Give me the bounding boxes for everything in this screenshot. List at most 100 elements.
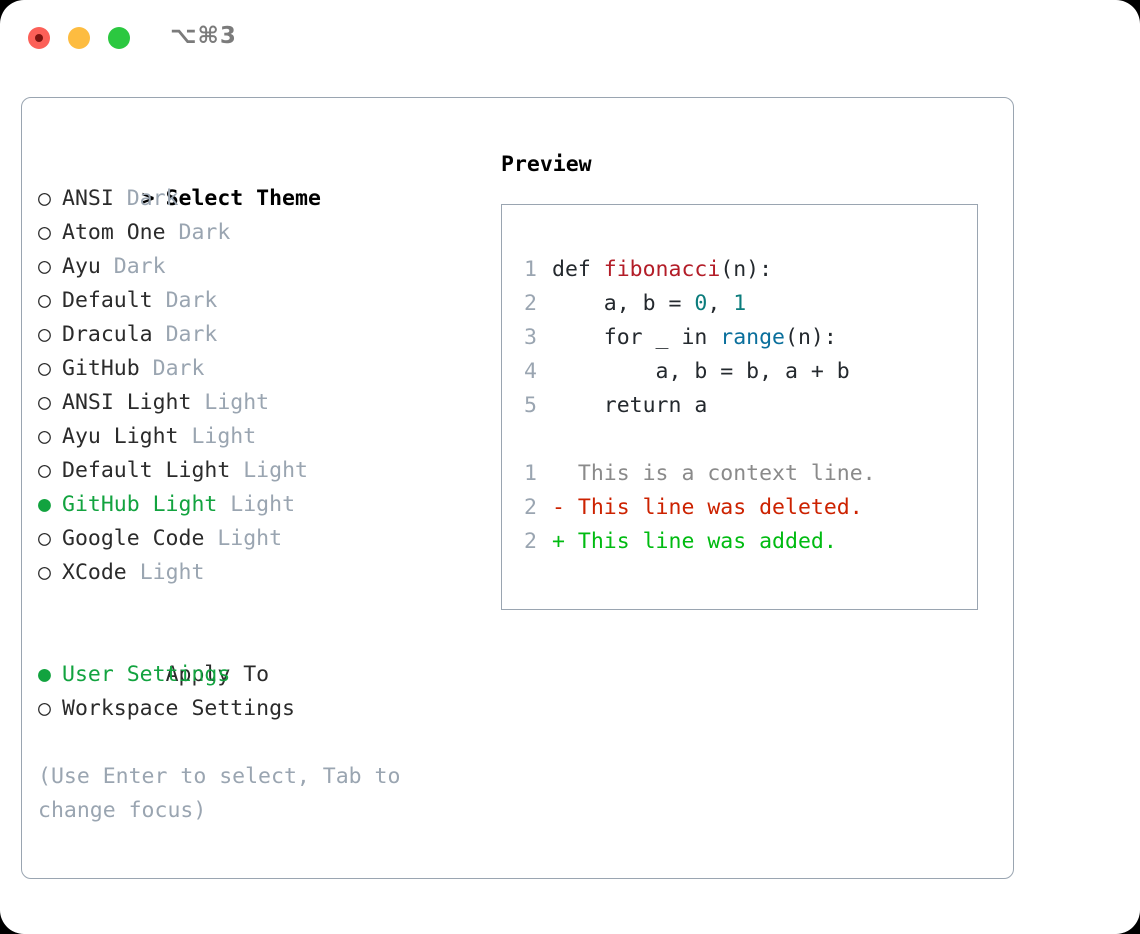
theme-list-item[interactable]: ○ANSI Light Light <box>38 386 488 420</box>
theme-name-badge-gap <box>127 560 140 585</box>
line-number: 4 <box>524 359 537 384</box>
theme-name-badge-gap <box>101 254 114 279</box>
theme-picker-header-label: Select Theme <box>165 186 321 211</box>
theme-variant-badge: Dark <box>113 254 166 279</box>
theme-name: ANSI Light <box>62 390 192 415</box>
radio-unselected-icon: ○ <box>38 288 51 313</box>
line-number: 3 <box>524 325 537 350</box>
radio-unselected-icon: ○ <box>38 186 51 211</box>
radio-unselected-icon: ○ <box>38 322 51 347</box>
theme-list-item[interactable]: ○ Ayu Dark <box>38 250 488 284</box>
diff-line-content: + This line was added. <box>552 529 837 554</box>
radio-unselected-icon: ○ <box>38 696 51 721</box>
theme-list-item[interactable]: ○GitHub Dark <box>38 352 488 386</box>
code-line: 4 a, b = b, a + b <box>524 355 977 389</box>
apply-to-option[interactable]: ○ Workspace Settings <box>38 692 488 726</box>
theme-list-item[interactable]: ○Google Code Light <box>38 522 488 556</box>
minimize-window-button[interactable] <box>68 27 90 49</box>
theme-list-item[interactable]: ○ ANSI Dark <box>38 182 488 216</box>
apply-to-option-label: Workspace Settings <box>62 696 295 721</box>
apply-to-option-label: User Settings <box>62 662 231 687</box>
code-line: 3 for _ in range(n): <box>524 321 977 355</box>
caret-icon: > <box>141 186 155 211</box>
theme-list: ○ANSI Dark○Atom One Dark○Ayu Dark○Defaul… <box>38 182 488 590</box>
diff-sign <box>552 461 565 486</box>
diff-line: 2- This line was deleted. <box>524 491 977 525</box>
theme-picker-column: >Select Theme ○ANSI Dark○Atom One Dark○A… <box>38 148 488 828</box>
diff-sign: + <box>552 529 565 554</box>
theme-variant-badge: Dark <box>126 186 179 211</box>
theme-name-badge-gap <box>153 322 166 347</box>
close-window-button[interactable] <box>28 27 50 49</box>
theme-variant-badge: Light <box>191 424 257 449</box>
theme-name-badge-gap <box>140 356 153 381</box>
apply-to-option[interactable]: ●User Settings <box>38 658 488 692</box>
theme-name-badge-gap <box>191 390 204 415</box>
list-spacer <box>38 590 488 624</box>
theme-name: Ayu Light <box>62 424 179 449</box>
theme-list-item[interactable]: ○Atom One Dark <box>38 216 488 250</box>
keyboard-shortcut-label: ⌥⌘3 <box>170 23 237 49</box>
content-panel: >Select Theme ○ANSI Dark○Atom One Dark○A… <box>21 97 1014 879</box>
theme-variant-badge: Light <box>139 560 205 585</box>
radio-unselected-icon: ○ <box>38 254 51 279</box>
code-token-plain: (n): <box>785 325 837 350</box>
theme-name: GitHub <box>62 356 140 381</box>
theme-variant-badge: Light <box>243 458 308 483</box>
code-line: 2 a, b = 0, 1 <box>524 287 977 321</box>
radio-unselected-icon: ○ <box>38 458 51 483</box>
theme-name: ANSI <box>62 186 114 211</box>
theme-name: Ayu <box>62 254 101 279</box>
apply-to-header: Apply To <box>38 624 488 687</box>
code-token-plain: def <box>552 257 604 282</box>
radio-selected-icon: ● <box>38 492 51 517</box>
theme-list-item[interactable]: ○ Default Dark <box>38 284 488 318</box>
code-token-plain: return a <box>552 393 708 418</box>
theme-variant-badge: Dark <box>152 356 205 381</box>
theme-list-item[interactable]: ○Default Light Light <box>38 454 488 488</box>
theme-picker-header: > Select Theme <box>38 148 488 211</box>
diff-line-content: This is a context line. <box>552 461 876 486</box>
maximize-window-button[interactable] <box>108 27 130 49</box>
theme-name-badge-gap <box>114 186 127 211</box>
apply-to-header-label: Apply To <box>165 662 270 687</box>
theme-name-badge-gap <box>153 288 166 313</box>
title-bar: ⌥⌘3 <box>0 0 1140 76</box>
radio-unselected-icon: ○ <box>38 390 51 415</box>
code-token-number: 1 <box>733 291 747 316</box>
theme-name: GitHub Light <box>62 492 218 517</box>
theme-name-badge-gap <box>230 458 243 483</box>
line-number: 1 <box>524 257 537 282</box>
theme-variant-badge: Dark <box>165 322 218 347</box>
diff-line-content: - This line was deleted. <box>552 495 863 520</box>
preview-title: Preview <box>501 152 592 177</box>
theme-name-badge-gap <box>179 424 192 449</box>
theme-list-item[interactable]: ○Dracula Dark <box>38 318 488 352</box>
code-token-call: range <box>720 325 786 350</box>
diff-line: 1 This is a context line. <box>524 457 977 491</box>
line-number: 2 <box>524 529 537 554</box>
theme-list-item[interactable]: ○Ayu Light Light <box>38 420 488 454</box>
radio-unselected-icon: ○ <box>38 220 51 245</box>
line-number: 2 <box>524 291 537 316</box>
theme-variant-badge: Light <box>217 526 283 551</box>
keyboard-hint: (Use Enter to select, Tab to change focu… <box>38 764 414 823</box>
theme-variant-badge: Light <box>230 492 296 517</box>
diff-text: This line was added. <box>564 529 837 554</box>
code-line: 5 return a <box>524 389 977 423</box>
diff-text: This line was deleted. <box>564 495 863 520</box>
theme-variant-badge: Dark <box>165 288 218 313</box>
line-number: 1 <box>524 461 537 486</box>
theme-name: Default <box>62 288 153 313</box>
code-token-function: fibonacci <box>603 257 721 282</box>
diff-sign: - <box>552 495 565 520</box>
line-number: 2 <box>524 495 537 520</box>
theme-list-item[interactable]: ● GitHub Light Light <box>38 488 488 522</box>
code-token-plain: for _ in <box>552 325 721 350</box>
diff-sample: 1 This is a context line.2- This line wa… <box>524 457 977 559</box>
theme-list-item[interactable]: ○XCode Light <box>38 556 488 590</box>
